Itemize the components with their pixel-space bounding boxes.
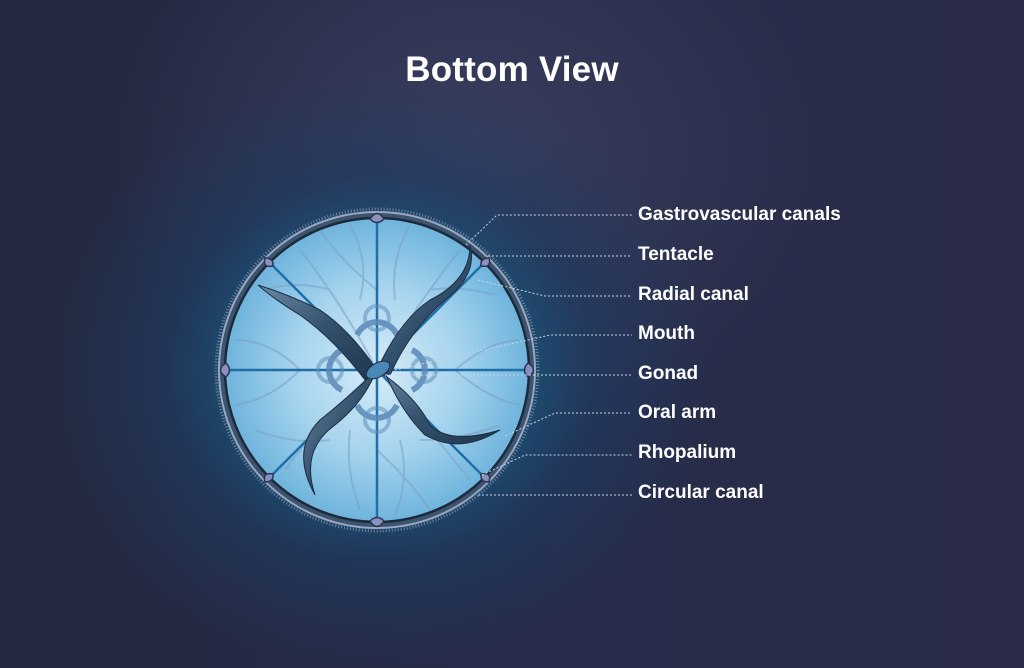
label-gonad: Gonad bbox=[638, 363, 699, 384]
label-circular-canal: Circular canal bbox=[638, 482, 764, 503]
rhopalia bbox=[219, 212, 535, 528]
label-tentacle: Tentacle bbox=[638, 244, 714, 265]
oral-arms bbox=[257, 244, 501, 496]
diagram-title: Bottom View bbox=[405, 50, 619, 89]
label-gastrovascular-canals: Gastrovascular canals bbox=[638, 204, 841, 225]
mouth bbox=[365, 360, 391, 380]
label-radial-canal: Radial canal bbox=[638, 284, 749, 305]
label-rhopalium: Rhopalium bbox=[638, 442, 737, 463]
gonads bbox=[316, 304, 438, 434]
leader-lines bbox=[385, 214, 632, 496]
label-mouth: Mouth bbox=[638, 323, 695, 344]
label-oral-arm: Oral arm bbox=[638, 402, 717, 423]
